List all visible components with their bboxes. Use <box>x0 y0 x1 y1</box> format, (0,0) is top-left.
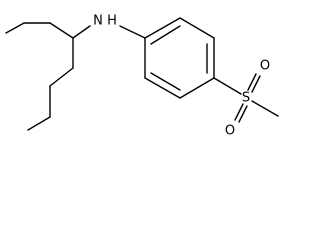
bond-sulfur-oxygen-top-a <box>247 73 257 91</box>
bond-propyl-lower-4 <box>27 116 51 131</box>
atom-oxygen-top-label: O <box>260 59 270 74</box>
ring-bond-4 <box>179 77 215 99</box>
bond-sulfur-oxygen-bottom-b <box>238 105 248 123</box>
atom-oxygen-bottom-label: O <box>225 124 235 139</box>
bond-propyl-lower-2 <box>49 67 74 87</box>
ring-bond-5 <box>144 77 181 99</box>
bond-sulfur-methyl <box>251 100 279 117</box>
bond-carbon-nitrogen <box>72 25 91 39</box>
molecule-structure-diagram: N H S O O <box>5 14 279 139</box>
bond-sulfur-oxygen-bottom-a <box>234 103 244 121</box>
ring-bond-1 <box>144 17 181 39</box>
atom-sulfur-label: S <box>242 91 250 106</box>
ring-double-bond-1 <box>150 25 181 45</box>
bond-ring-sulfur <box>213 77 242 95</box>
bond-nitrogen-ring <box>119 25 146 39</box>
atom-hydrogen-label: H <box>107 14 117 29</box>
bond-sulfur-oxygen-top-b <box>251 75 261 93</box>
atom-nitrogen-label: N <box>93 14 103 29</box>
bond-propyl-upper-3 <box>49 22 74 39</box>
ring-double-bond-3 <box>150 72 181 91</box>
ring-bond-2 <box>179 17 215 39</box>
bond-propyl-upper-1 <box>5 22 25 34</box>
